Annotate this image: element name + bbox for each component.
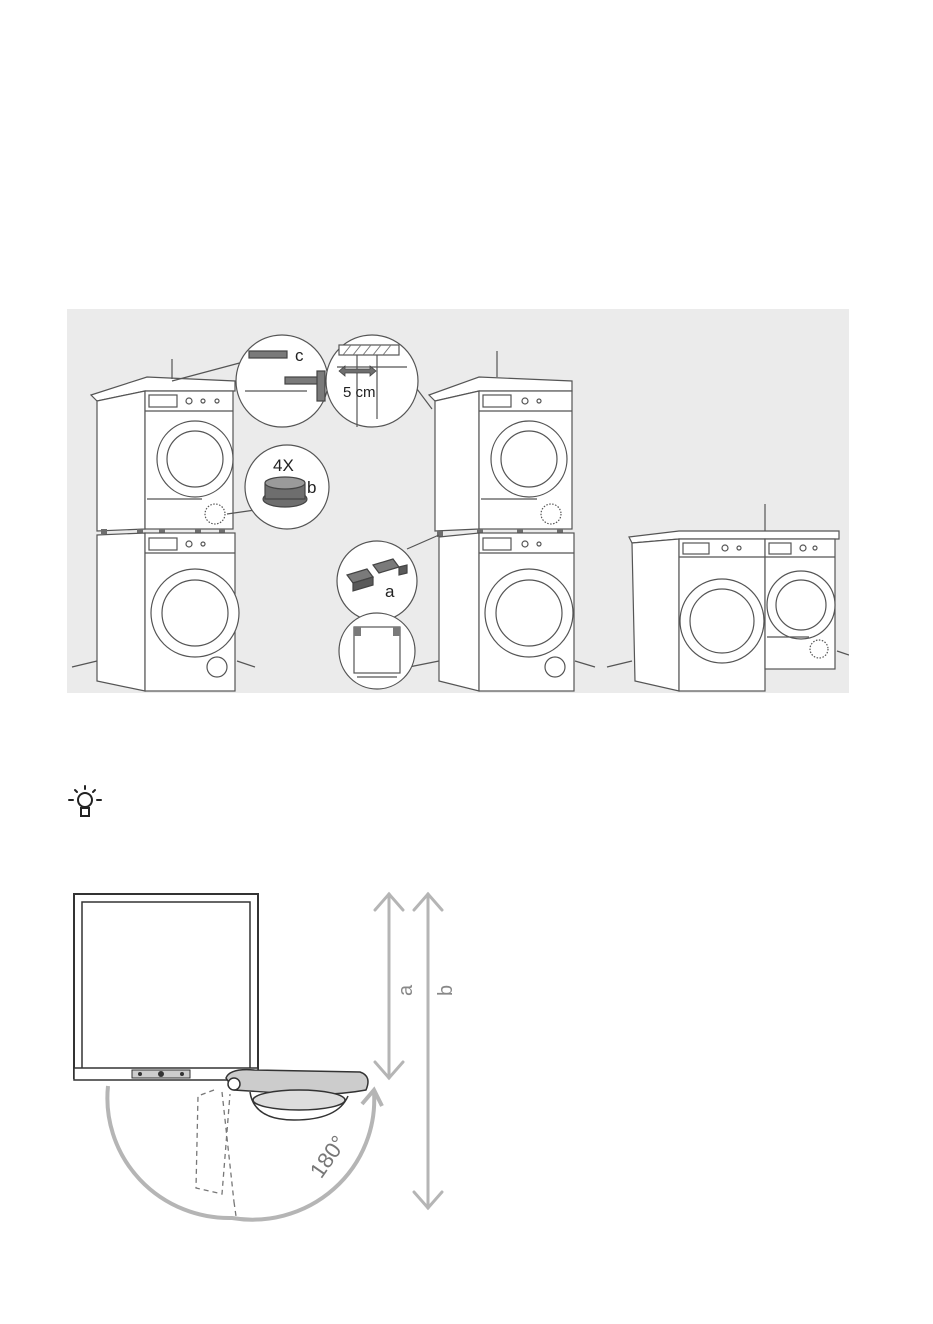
dimension-b [414,894,442,1208]
dryer-side-left [97,391,145,531]
callout-a-circle [337,541,417,621]
callout-a-label: a [385,582,395,601]
dim-a-label: a [395,984,417,996]
callout-feet-count: 4X [273,456,294,475]
door-opening-svg: 180° a b [64,882,484,1222]
opened-door [226,1070,368,1120]
washer-door-middle [485,569,573,657]
dryer-door-right [767,571,835,639]
washer-door-right [680,579,764,663]
appliance-top-view [74,894,258,1080]
dryer-door-middle [491,421,567,497]
washer-side-left [97,533,145,691]
dim-b-label: b [435,985,457,996]
dashed-door [196,1090,236,1216]
lightbulb-svg [66,784,104,820]
left-stack [72,359,255,691]
callout-feet-label: b [307,478,316,497]
door-opening-diagram: 180° a b [64,882,484,1222]
callout-gap-label: 5 cm [343,384,376,401]
angle-label: 180° [305,1131,352,1183]
callout-bottom-view [339,613,415,689]
callout-c-label: c [295,346,304,365]
installation-svg: c 5 cm 4X [67,309,849,693]
washer-door-left [151,569,239,657]
installation-illustration: c 5 cm 4X [67,309,849,693]
dryer-door-left [157,421,233,497]
lightbulb-icon [66,784,104,820]
